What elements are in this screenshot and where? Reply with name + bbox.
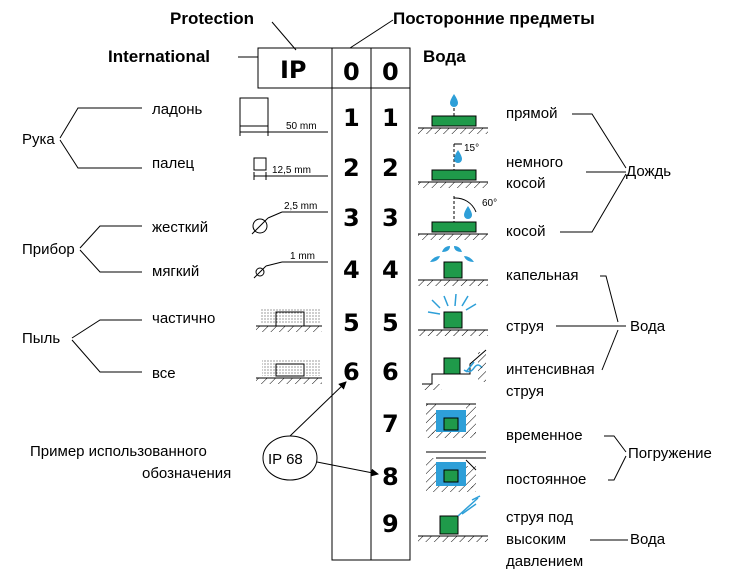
right-item-direct: прямой [506,105,557,122]
item-finger: палец [152,155,195,172]
right-item-temporary: временное [506,427,583,444]
second-digit-5: 5 [382,309,399,337]
second-digit-6: 6 [382,358,399,386]
second-digit-1: 1 [382,104,399,132]
item-palm: ладонь [152,101,202,118]
right-item-continuous: постоянное [506,471,586,488]
first-digit-3: 3 [343,204,360,232]
first-digit-1: 1 [343,104,360,132]
right-item-slight-2: косой [506,175,545,192]
tool-2-5mm-icon [251,211,328,235]
first-digit-5: 5 [343,309,360,337]
foreign-objects-label: Посторонние предметы [393,9,595,28]
rain-brace-bottom [560,173,627,233]
protection-leader [271,21,297,51]
hand-brace-top [59,107,142,139]
second-digit-zero: 0 [382,58,399,86]
dust-full-icon [256,360,322,384]
first-digit-2: 2 [343,154,360,182]
example-code: IP 68 [268,451,303,468]
second-digit-7: 7 [382,410,399,438]
group-water1: Вода [630,318,666,335]
group-tool: Прибор [22,241,75,258]
water-header-label: Вода [423,47,466,66]
splash-icon [418,246,488,286]
high-pressure-jet-icon [418,495,488,542]
angle-60: 60° [482,198,497,209]
immersion-brace-bottom [608,455,627,481]
tool-brace-bottom [79,249,142,273]
example-arrow-8 [316,461,379,477]
item-rigid: жесткий [152,219,208,236]
second-digit-2: 2 [382,154,399,182]
size-50mm: 50 mm [286,121,317,132]
second-digit-9: 9 [382,510,399,538]
dust-brace-bottom [71,339,142,373]
finger-12-5mm-icon [253,157,328,180]
example-arrow-6 [289,381,347,437]
example-label-line2: обозначения [142,465,231,482]
foreign-objects-leader [349,19,394,49]
second-digit-column [370,47,411,561]
group-dust: Пыль [22,330,60,347]
dust-partial-icon [256,308,322,332]
tilted-60-drip-icon [418,196,488,240]
wire-1mm-icon [253,261,328,279]
right-item-hp-3: давлением [506,553,583,570]
size-2-5mm: 2,5 mm [284,201,317,212]
powerful-jet-icon [422,349,487,390]
continuous-immersion-icon [426,451,486,492]
water-jet-icon [418,293,488,336]
right-item-intense-1: интенсивная [506,361,595,378]
size-12-5mm: 12,5 mm [272,165,311,176]
example-label-line1: Пример использованного [30,443,207,460]
water1-brace-bottom [601,329,619,371]
international-label: International [108,47,210,66]
right-item-drip: капельная [506,267,579,284]
size-1mm: 1 mm [290,251,315,262]
first-digit-4: 4 [343,256,360,284]
right-item-slight-1: немного [506,154,563,171]
group-water2: Вода [630,531,666,548]
right-item-intense-2: струя [506,383,544,400]
angle-15: 15° [464,143,479,154]
right-item-jet: струя [506,318,544,335]
tool-brace-top [79,225,142,249]
first-digit-zero: 0 [343,58,360,86]
dust-brace-top [71,319,142,339]
item-full: все [152,365,176,382]
right-item-hp-1: струя под [506,509,573,526]
right-item-hp-2: высоким [506,531,566,548]
hand-brace-bottom [59,139,142,169]
ip-text: IP [280,56,307,84]
second-digit-8: 8 [382,463,399,491]
item-soft: мягкий [152,263,199,280]
tilted-15-drip-icon [418,143,488,188]
second-digit-4: 4 [382,256,399,284]
first-digit-6: 6 [343,358,360,386]
immersion-brace-top [604,435,627,453]
second-digit-3: 3 [382,204,399,232]
right-item-oblique: косой [506,223,545,240]
water1-brace-top [600,275,619,323]
vertical-drip-icon [418,94,488,134]
group-immersion: Погружение [628,445,712,462]
group-rain: Дождь [626,163,671,180]
temporary-immersion-icon [426,403,476,438]
palm-50mm-icon [239,97,328,136]
protection-label: Protection [170,9,254,28]
group-hand: Рука [22,131,55,148]
rain-brace-top [572,113,627,169]
item-partial: частично [152,310,215,327]
